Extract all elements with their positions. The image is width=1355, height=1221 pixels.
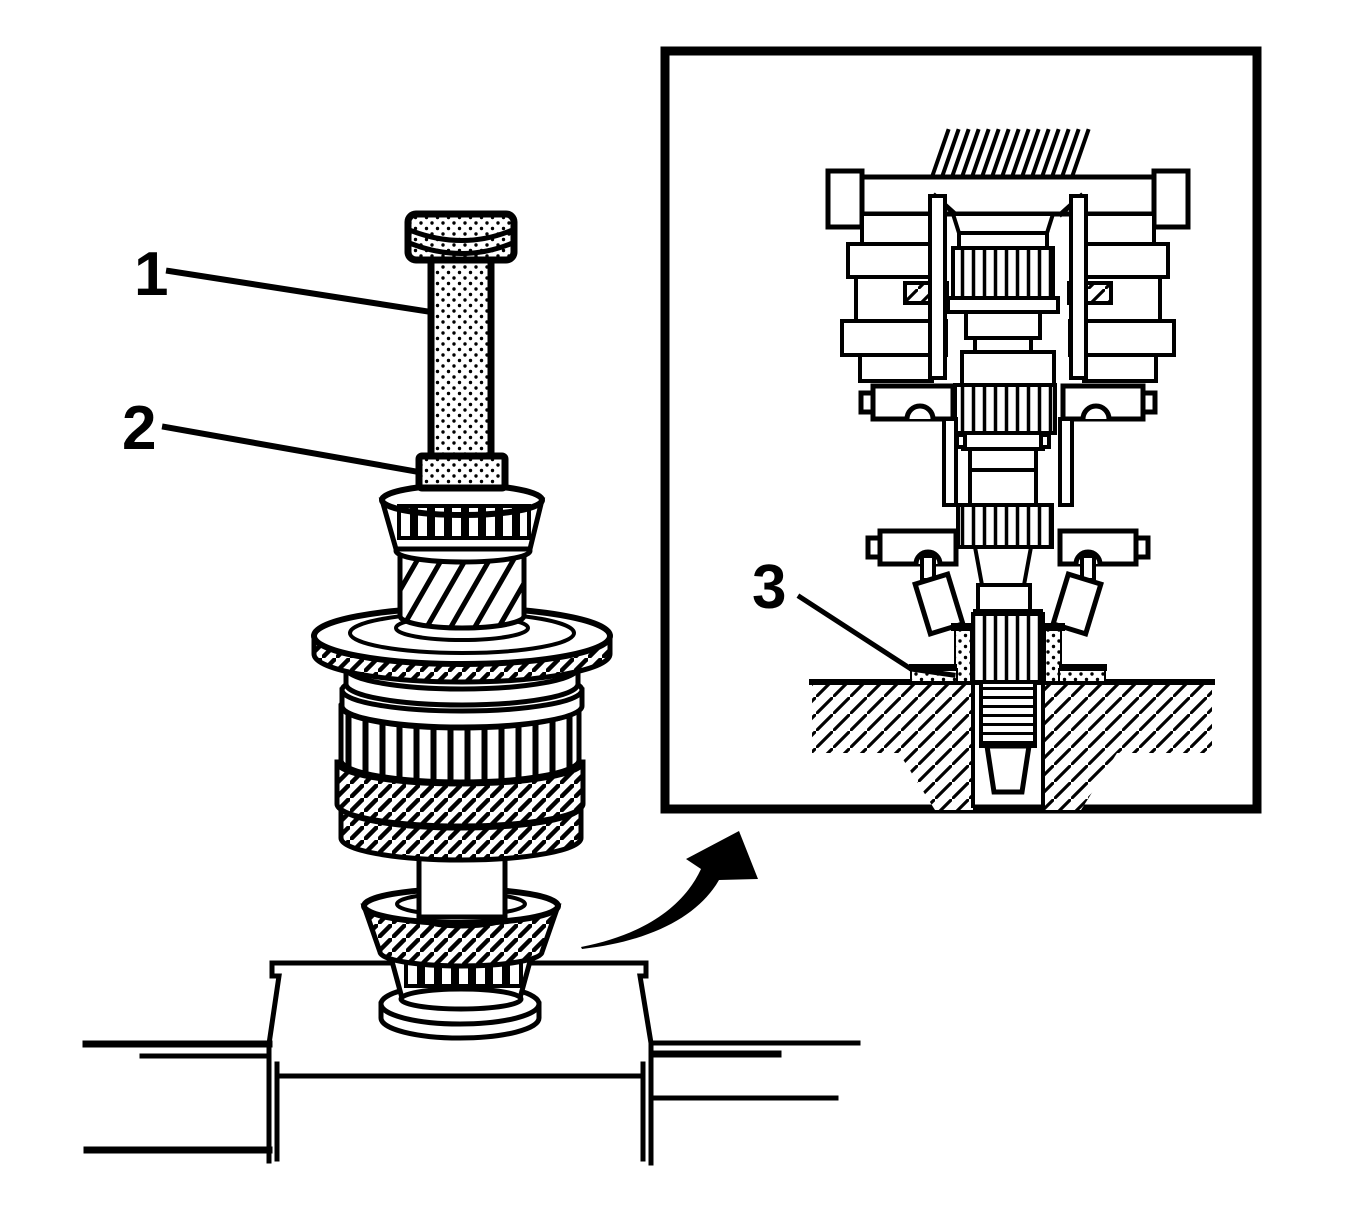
shaft-end-through-plate (971, 609, 1045, 795)
inset-panel: 3 (660, 46, 1262, 814)
taper-roller-right (1050, 571, 1104, 637)
callout-2-leader (161, 423, 423, 476)
helical-pinion-section (397, 549, 527, 631)
output-shaft-splines (929, 128, 1091, 180)
press-table-front-left-corner (266, 1041, 280, 1164)
taper-roller-left (912, 571, 966, 637)
driver-collar (415, 452, 509, 492)
callout-3-leader (796, 593, 956, 678)
callout-1-label: 1 (134, 240, 168, 309)
curved-arrow (581, 831, 758, 949)
callout-3-label: 3 (752, 553, 786, 622)
mainshaft-cross-section (946, 212, 1060, 618)
driver-tool-shaft (427, 254, 495, 462)
driver-tool-head (404, 210, 518, 264)
upper-bearing-cage (378, 482, 546, 565)
callout-2-label: 2 (122, 394, 156, 463)
taper-roller-bearings (912, 554, 1104, 637)
press-table-front-right-corner (640, 1040, 654, 1166)
gear-cluster-left (840, 194, 949, 383)
gear-cluster-right (1067, 194, 1176, 383)
middle-flange-pair (858, 383, 1158, 507)
lower-shaft-bottom-edge (416, 914, 508, 929)
press-plate (809, 679, 1215, 810)
callout-1-leader (165, 267, 435, 316)
top-flange-bar (825, 168, 1191, 230)
press-table (82, 960, 861, 1166)
